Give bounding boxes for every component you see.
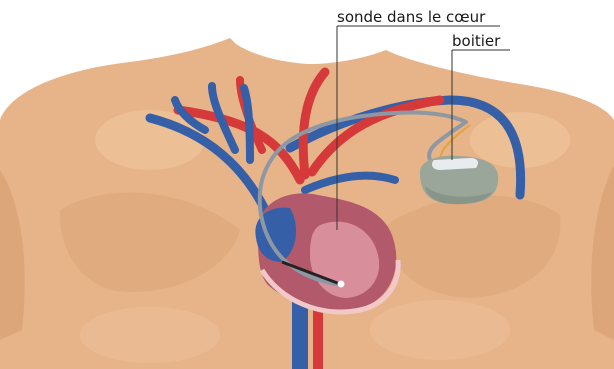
lead-electrode: [338, 281, 345, 288]
pacemaker-header: [432, 158, 478, 170]
label-sonde: sonde dans le cœur: [337, 10, 485, 25]
highlight-abdomen-left: [80, 307, 220, 363]
highlight-abdomen: [370, 300, 510, 360]
label-boitier: boitier: [452, 34, 500, 49]
